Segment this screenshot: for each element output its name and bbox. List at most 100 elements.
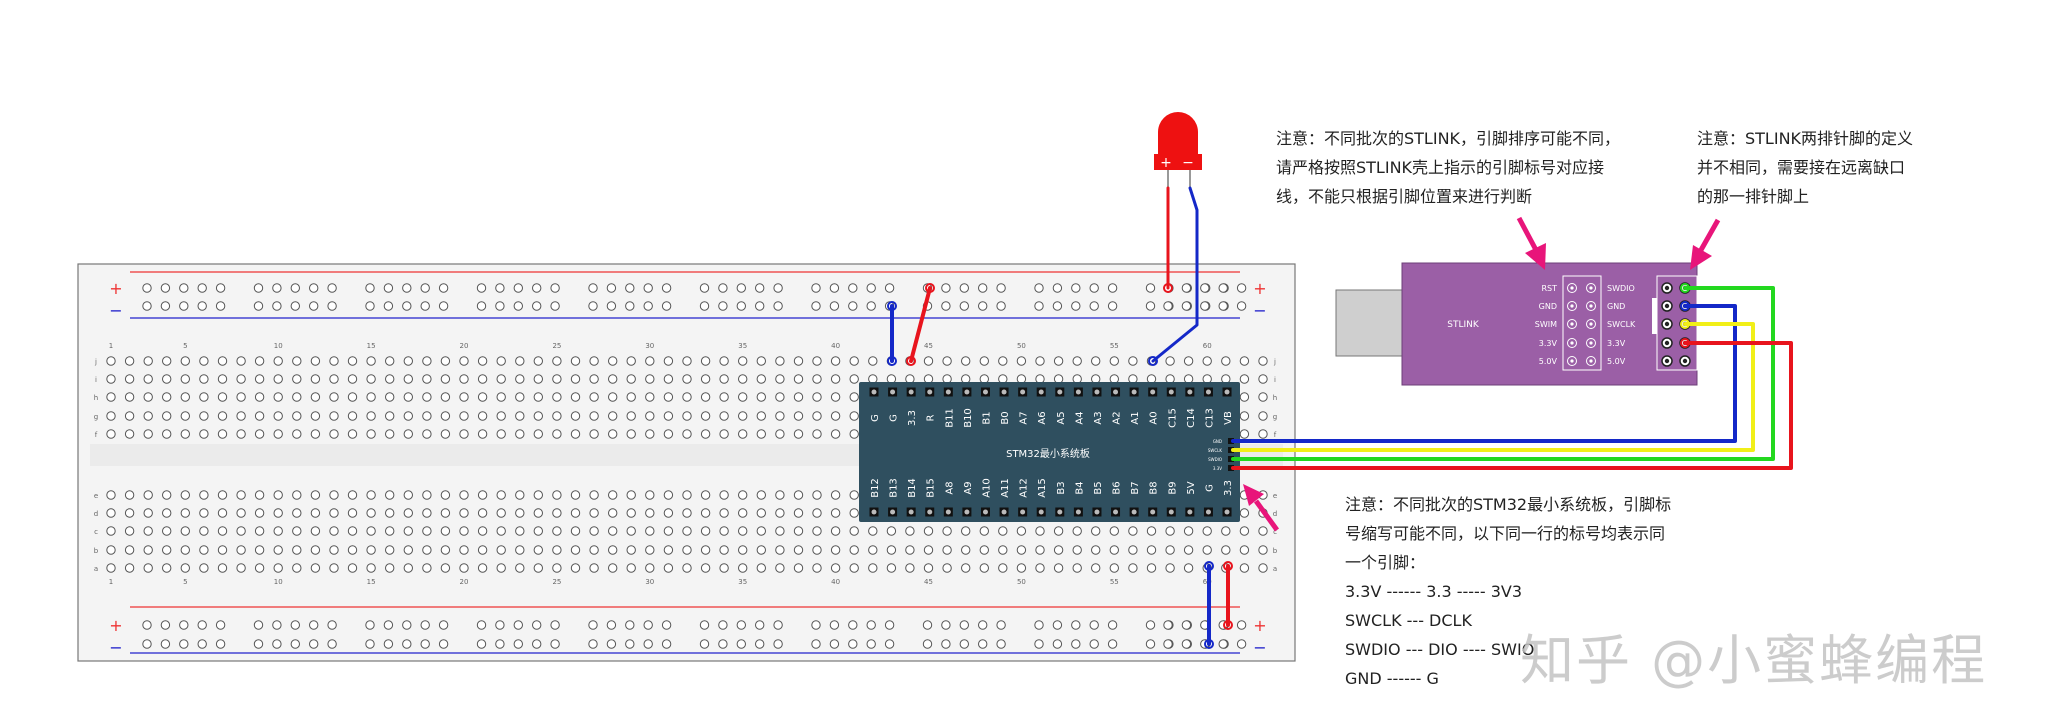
breadboard-hole xyxy=(180,508,191,518)
breadboard-hole xyxy=(459,545,469,555)
breadboard-hole xyxy=(292,411,302,421)
breadboard-rail-hole xyxy=(1034,301,1044,311)
breadboard-rail-hole xyxy=(625,620,635,630)
breadboard-hole xyxy=(533,526,543,536)
column-number: 55 xyxy=(1110,578,1119,586)
breadboard-hole xyxy=(385,374,395,384)
breadboard-hole xyxy=(496,545,506,555)
breadboard-hole xyxy=(1202,526,1212,536)
breadboard-rail-hole xyxy=(215,283,226,293)
breadboard-hole xyxy=(1128,526,1138,536)
breadboard-rail-hole xyxy=(495,283,505,293)
breadboard-hole xyxy=(812,490,822,500)
breadboard-hole xyxy=(459,490,469,500)
breadboard-hole xyxy=(199,356,209,366)
breadboard-hole xyxy=(1053,356,1064,366)
breadboard-hole xyxy=(1091,356,1101,366)
breadboard-hole xyxy=(236,490,246,500)
breadboard-hole xyxy=(830,374,841,384)
breadboard-rail-hole xyxy=(197,301,207,311)
stm32-swd-label: SWCLK xyxy=(1208,448,1223,453)
breadboard-hole xyxy=(515,429,525,439)
breadboard-hole xyxy=(329,356,339,366)
breadboard-hole xyxy=(199,490,209,500)
rail-plus-sign: + xyxy=(1253,279,1266,298)
breadboard-rail-hole xyxy=(996,620,1006,630)
breadboard-hole xyxy=(905,545,915,555)
breadboard-rail-hole xyxy=(160,639,171,649)
breadboard-hole xyxy=(1239,411,1250,421)
breadboard-hole xyxy=(923,545,934,555)
breadboard-rail-hole xyxy=(438,283,449,293)
wire-led-cathode xyxy=(1151,186,1199,363)
row-letter: f xyxy=(1274,431,1277,439)
breadboard-hole xyxy=(403,392,413,402)
breadboard-hole xyxy=(1165,356,1175,366)
breadboard-hole xyxy=(552,356,562,366)
breadboard-hole xyxy=(385,563,395,573)
breadboard-rail-hole xyxy=(606,620,617,630)
breadboard-rail-hole xyxy=(848,639,858,649)
row-letter: a xyxy=(1273,565,1277,573)
stlink-left-label: GND xyxy=(1539,302,1557,311)
stm32-top-pin-label: G xyxy=(870,414,881,422)
stm32-swd-label: SWDIO xyxy=(1208,457,1222,462)
stm32-bottom-pin xyxy=(1187,509,1193,515)
breadboard-hole xyxy=(273,490,283,500)
stm32-bottom-pin-label: A10 xyxy=(982,478,993,498)
breadboard-hole xyxy=(700,411,711,421)
breadboard-hole xyxy=(477,411,488,421)
breadboard-hole xyxy=(663,411,674,421)
stlink-inner-pin xyxy=(1567,356,1577,366)
breadboard-rail-hole xyxy=(736,301,746,311)
stm32-bottom-pin-label: B15 xyxy=(926,478,937,498)
breadboard-hole xyxy=(477,545,488,555)
breadboard-hole xyxy=(961,374,971,384)
breadboard-rail-hole xyxy=(643,301,653,311)
breadboard-hole xyxy=(273,374,283,384)
breadboard-hole xyxy=(830,429,841,439)
breadboard-hole xyxy=(1146,374,1157,384)
stm32-top-pin-label: C13 xyxy=(1204,408,1215,428)
stm32-bottom-pin xyxy=(1131,509,1137,515)
note-line: 注意：STLINK两排针脚的定义 xyxy=(1697,129,1914,148)
breadboard-hole xyxy=(477,508,488,518)
breadboard-rail-hole xyxy=(197,620,207,630)
breadboard-hole xyxy=(496,411,506,421)
breadboard-rail-hole xyxy=(1181,301,1192,311)
breadboard-hole xyxy=(1146,563,1157,573)
breadboard-rail-hole xyxy=(550,283,560,293)
breadboard-hole xyxy=(236,392,246,402)
breadboard-rail-hole xyxy=(402,301,412,311)
breadboard-hole xyxy=(180,374,191,384)
breadboard-hole xyxy=(254,429,265,439)
breadboard-hole xyxy=(1183,545,1194,555)
wire-end xyxy=(906,356,916,366)
breadboard-hole xyxy=(849,545,859,555)
stm32-bottom-pin-label: B4 xyxy=(1074,481,1085,494)
breadboard-hole xyxy=(217,356,228,366)
breadboard-rail-hole xyxy=(309,620,319,630)
breadboard-hole xyxy=(700,508,711,518)
breadboard-hole xyxy=(310,545,321,555)
breadboard-hole xyxy=(663,508,674,518)
breadboard-hole xyxy=(236,411,246,421)
breadboard-hole xyxy=(1128,374,1138,384)
breadboard-hole xyxy=(459,374,469,384)
breadboard-hole xyxy=(663,392,674,402)
stm32-top-pin xyxy=(1038,389,1044,395)
breadboard-hole xyxy=(477,392,488,402)
breadboard-rail-hole xyxy=(476,639,487,649)
breadboard-rail-hole xyxy=(142,283,152,293)
breadboard-hole xyxy=(1183,563,1194,573)
wire-end xyxy=(887,301,897,311)
breadboard-hole xyxy=(1183,356,1194,366)
breadboard-hole xyxy=(923,563,934,573)
breadboard-hole xyxy=(682,429,692,439)
led-plus-label: + xyxy=(1160,155,1172,171)
breadboard-rail-hole xyxy=(848,283,858,293)
breadboard-rail-hole xyxy=(699,301,710,311)
breadboard-hole xyxy=(496,526,506,536)
stm32-bottom-pin-label: A12 xyxy=(1019,478,1030,498)
row-letter: g xyxy=(1273,413,1277,421)
